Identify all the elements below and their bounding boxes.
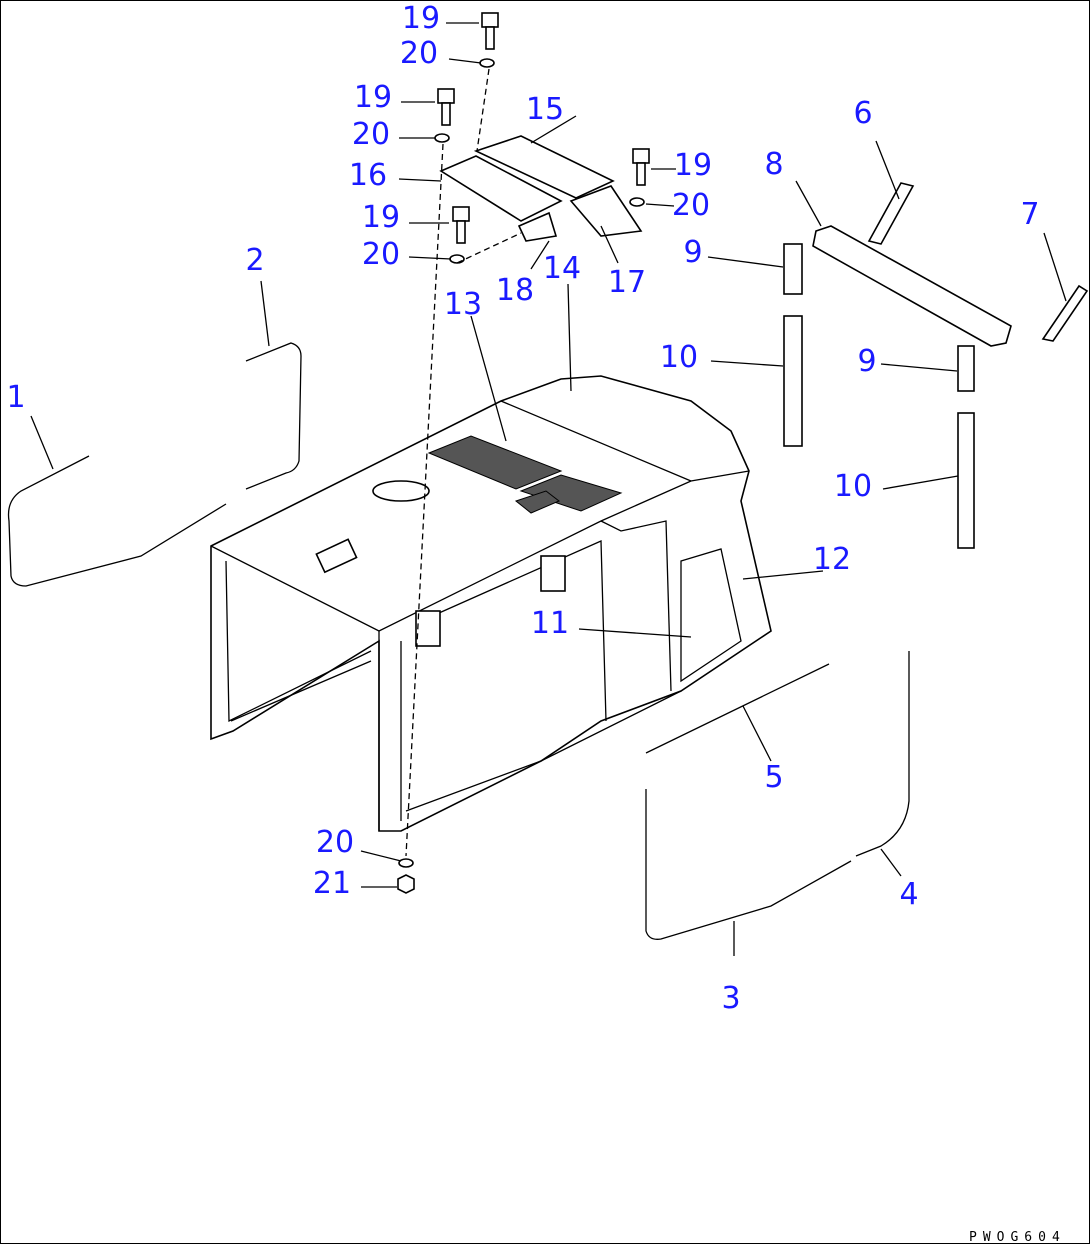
label-20: 20 [672, 188, 710, 223]
label-20: 20 [400, 36, 438, 71]
seal-3 [645, 789, 852, 940]
label-20: 20 [352, 117, 390, 152]
cabin-body [210, 375, 772, 832]
plate-18 [517, 211, 558, 242]
label-1: 1 [6, 380, 25, 415]
seal-5 [645, 663, 830, 754]
label-6: 6 [853, 96, 872, 131]
label-5: 5 [764, 760, 783, 795]
vent-grille [427, 435, 623, 514]
label-19: 19 [354, 80, 392, 115]
label-16: 16 [349, 158, 387, 193]
cover-15 [473, 135, 643, 237]
seal-2 [245, 342, 302, 490]
label-21: 21 [313, 866, 351, 901]
label-19: 19 [362, 200, 400, 235]
label-19: 19 [674, 148, 712, 183]
label-13: 13 [444, 287, 482, 322]
label-10: 10 [834, 469, 872, 504]
label-12: 12 [813, 542, 851, 577]
label-4: 4 [899, 877, 918, 912]
label-19: 19 [402, 1, 440, 36]
label-20: 20 [316, 825, 354, 860]
label-9: 9 [683, 235, 702, 270]
label-20: 20 [362, 237, 400, 272]
leader-lines [30, 22, 1067, 956]
foam-parts [783, 182, 1089, 549]
drawing-code: PWOG604 [969, 1230, 1066, 1244]
label-2: 2 [245, 243, 264, 278]
label-15: 15 [526, 92, 564, 127]
label-9: 9 [857, 344, 876, 379]
label-18: 18 [496, 273, 534, 308]
label-11: 11 [531, 606, 569, 641]
seal-4 [855, 651, 910, 857]
label-7: 7 [1020, 197, 1039, 232]
label-8: 8 [764, 147, 783, 182]
label-3: 3 [721, 981, 740, 1016]
label-10: 10 [660, 340, 698, 375]
label-14: 14 [543, 251, 581, 286]
cover-16 [439, 155, 563, 222]
label-17: 17 [608, 265, 646, 300]
seal-1 [7, 455, 227, 587]
part-labels: 19 20 19 20 15 16 19 20 19 20 18 14 17 1… [6, 1, 1039, 1016]
